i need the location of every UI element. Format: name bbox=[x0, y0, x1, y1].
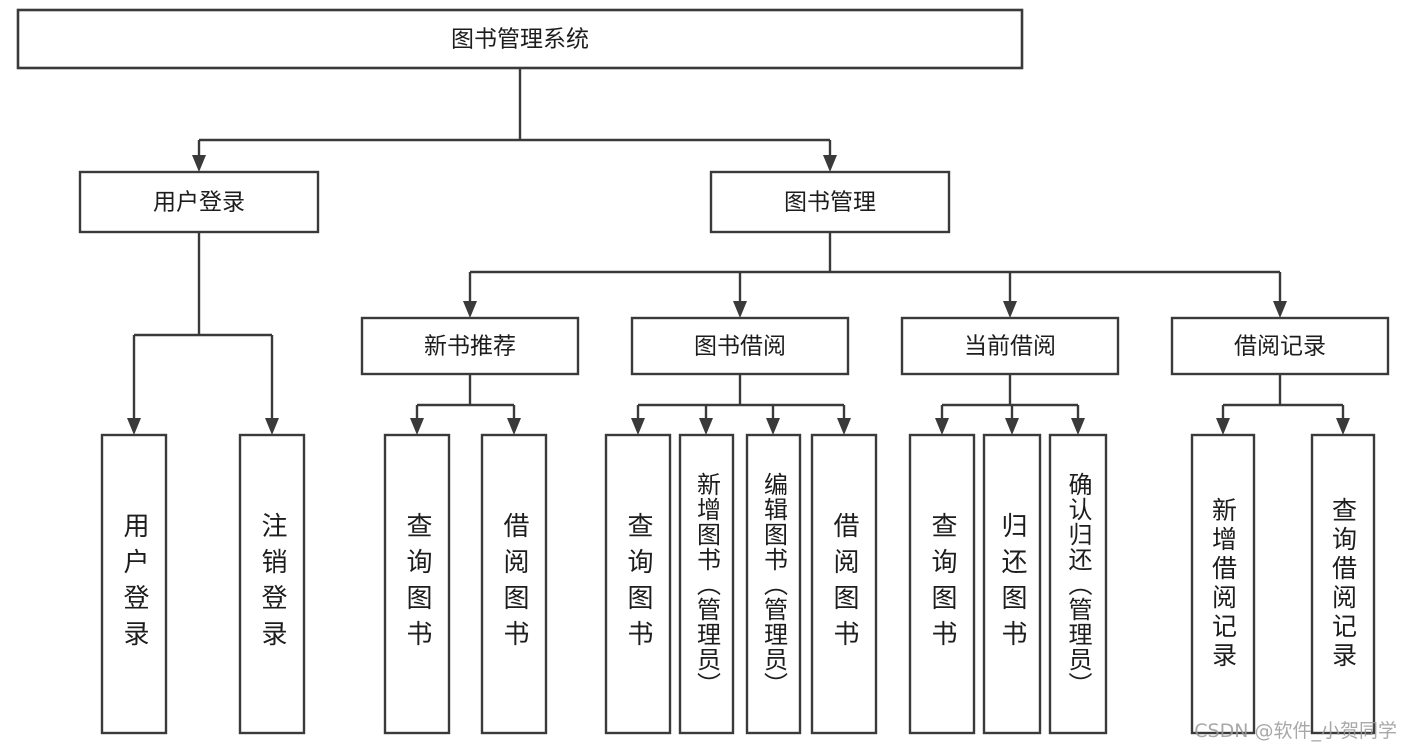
connector-level2-to-level3 bbox=[468, 232, 1282, 302]
leaf-box-查询图书-8[interactable] bbox=[908, 433, 976, 735]
arrow-head-icon bbox=[1216, 418, 1230, 435]
leaf-box-新增借阅记录-11[interactable] bbox=[1190, 433, 1256, 735]
leaf-box-归还图书-9[interactable] bbox=[982, 433, 1042, 735]
arrow-head-icon bbox=[1003, 301, 1017, 318]
level2-box-图书管理-1[interactable] bbox=[709, 170, 951, 234]
level2-label-图书管理-1: 图书管理 bbox=[784, 190, 876, 216]
root-box-图书管理系统[interactable] bbox=[16, 8, 1024, 70]
arrow-head-icon bbox=[1005, 418, 1019, 435]
leaf-box-查询借阅记录-12[interactable] bbox=[1310, 433, 1376, 735]
arrow-head-icon bbox=[507, 418, 521, 435]
connector-layer bbox=[127, 68, 1350, 435]
level3-box-新书推荐-0[interactable] bbox=[360, 316, 580, 376]
root-label-图书管理系统: 图书管理系统 bbox=[451, 27, 589, 53]
connector-new-book-to-leaves bbox=[415, 374, 516, 419]
level2-label-用户登录-0: 用户登录 bbox=[153, 190, 245, 216]
leaf-box-注销登录-1[interactable] bbox=[238, 433, 306, 735]
leaf-box-新增图书管理员-5[interactable] bbox=[678, 433, 735, 735]
level3-box-当前借阅-2[interactable] bbox=[900, 316, 1120, 376]
leaf-box-查询图书-2[interactable] bbox=[383, 433, 451, 735]
arrow-head-icon bbox=[823, 155, 837, 172]
connector-user-login-to-leaves bbox=[132, 232, 274, 419]
arrow-head-icon bbox=[192, 155, 206, 172]
connector-borrow-to-leaves bbox=[636, 374, 846, 419]
level3-label-当前借阅-2: 当前借阅 bbox=[964, 334, 1056, 360]
connector-current-to-leaves bbox=[940, 374, 1080, 419]
arrow-head-icon bbox=[1336, 418, 1350, 435]
connector-root-to-level2 bbox=[197, 68, 832, 156]
level2-box-用户登录-0[interactable] bbox=[78, 170, 320, 234]
arrow-head-icon bbox=[766, 418, 780, 435]
level3-box-借阅记录-3[interactable] bbox=[1170, 316, 1390, 376]
arrow-head-icon bbox=[935, 418, 949, 435]
leaf-box-用户登录-0[interactable] bbox=[100, 433, 168, 735]
arrow-head-icon bbox=[1071, 418, 1085, 435]
level3-label-借阅记录-3: 借阅记录 bbox=[1234, 334, 1326, 360]
arrow-head-icon bbox=[127, 418, 141, 435]
arrow-head-icon bbox=[631, 418, 645, 435]
arrow-head-icon bbox=[733, 301, 747, 318]
arrow-head-icon bbox=[1273, 301, 1287, 318]
leaf-box-查询图书-4[interactable] bbox=[604, 433, 672, 735]
arrow-head-icon bbox=[410, 418, 424, 435]
leaf-box-借阅图书-3[interactable] bbox=[480, 433, 548, 735]
arrow-head-icon bbox=[265, 418, 279, 435]
level3-box-图书借阅-1[interactable] bbox=[630, 316, 850, 376]
leaf-box-确认归还管理员-10[interactable] bbox=[1048, 433, 1108, 735]
level3-label-新书推荐-0: 新书推荐 bbox=[424, 334, 516, 360]
level3-label-图书借阅-1: 图书借阅 bbox=[694, 334, 786, 360]
box-layer bbox=[16, 8, 1390, 735]
leaf-box-借阅图书-7[interactable] bbox=[810, 433, 878, 735]
connector-record-to-leaves bbox=[1221, 374, 1345, 419]
arrow-head-icon bbox=[463, 301, 477, 318]
leaf-box-编辑图书管理员-6[interactable] bbox=[745, 433, 802, 735]
arrow-head-icon bbox=[837, 418, 851, 435]
arrow-head-icon bbox=[699, 418, 713, 435]
